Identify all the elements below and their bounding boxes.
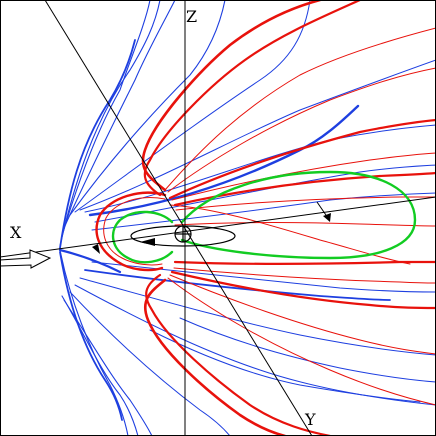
flow-arrow-icon: [140, 238, 155, 246]
axis-labels: X Z Y: [10, 7, 316, 429]
red-field-lines: [95, 0, 436, 436]
blue-field-line: [179, 317, 436, 383]
red-field-line: [173, 260, 436, 265]
red-field-line: [169, 274, 436, 355]
blue-field-line: [59, 39, 136, 249]
red-field-line: [175, 196, 436, 211]
blue-field-line: [69, 0, 226, 216]
red-field-line: [170, 270, 436, 310]
blue-field-line: [59, 0, 161, 247]
orbit-ring-icon: [130, 225, 236, 247]
blue-field-line: [149, 329, 421, 403]
red-field-line: [167, 67, 436, 193]
x-axis-line: [0, 196, 436, 258]
z-axis-label: Z: [186, 7, 197, 26]
blue-field-line: [84, 269, 391, 301]
red-field-line: [145, 273, 332, 436]
x-axis-label: X: [10, 223, 22, 242]
green-field-lines: [111, 170, 417, 264]
red-field-line: [141, 0, 322, 192]
y-axis-line: [44, 0, 313, 436]
blue-field-line: [59, 249, 129, 436]
blue-field-line: [61, 0, 151, 237]
red-field-line: [174, 222, 436, 227]
blue-field-line: [88, 104, 360, 217]
blue-field-line: [63, 299, 153, 436]
blue-field-lines: [58, 0, 436, 436]
blue-field-line: [59, 251, 123, 421]
blue-field-line: [79, 277, 436, 356]
earth-marker: [130, 225, 236, 247]
red-field-line: [167, 277, 436, 406]
blue-field-line: [69, 291, 231, 436]
red-field-line: [171, 152, 436, 201]
blue-field-line: [79, 59, 436, 211]
red-field-line: [169, 204, 411, 265]
blue-field-line: [58, 248, 122, 274]
green-closed-loop-nightside: [180, 170, 417, 260]
red-field-line: [164, 27, 436, 191]
red-field-line: [173, 267, 436, 284]
orbit-arrow-icon: [92, 244, 100, 254]
tail-arrow-icon: [323, 213, 331, 222]
green-closed-loop-dayside: [111, 210, 174, 264]
solar-wind-arrow-icon: [0, 249, 52, 269]
y-axis-label: Y: [304, 410, 316, 429]
red-field-line: [173, 171, 436, 207]
red-field-line: [143, 0, 362, 197]
blue-field-line: [63, 0, 176, 229]
blue-field-line: [94, 164, 436, 223]
red-field-line: [168, 118, 436, 200]
blue-field-line: [91, 192, 436, 231]
blue-field-line: [74, 0, 311, 213]
direction-arrows: [0, 201, 331, 269]
red-field-line: [103, 197, 166, 266]
red-field-line: [95, 191, 167, 272]
